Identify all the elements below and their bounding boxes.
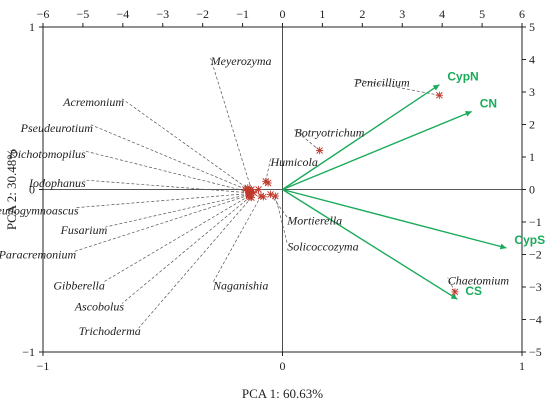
leader-line	[76, 193, 249, 208]
leader-line	[274, 195, 288, 244]
leader-line	[138, 197, 252, 329]
top-tick-label: −5	[77, 7, 90, 21]
species-label: Humicola	[270, 155, 318, 169]
species-label: Acremonium	[62, 95, 124, 109]
species-label: Iodophanus	[28, 176, 86, 190]
leader-line	[83, 150, 250, 193]
leader-line	[447, 277, 456, 293]
species-label: Naganishia	[212, 278, 268, 292]
vector-line	[282, 110, 472, 191]
sample-point	[259, 193, 267, 201]
leader-line	[102, 195, 250, 283]
right-tick-label: −1	[529, 215, 542, 229]
right-tick-label: −3	[529, 280, 542, 294]
vector-arrowhead	[432, 84, 440, 91]
y-axis-title: PCA 2: 30.48%	[4, 149, 19, 230]
top-tick-label: −6	[37, 7, 50, 21]
leader-line	[354, 78, 440, 96]
species-label: Fusarium	[60, 223, 108, 237]
vector-label: CypS	[514, 233, 545, 247]
species-label: Meyerozyma	[210, 54, 272, 68]
species-label: Pseudeurotium	[20, 121, 94, 135]
top-tick-label: 3	[399, 7, 405, 21]
vector-arrowhead	[465, 111, 472, 117]
sample-point	[266, 190, 275, 198]
vector-line	[282, 188, 507, 249]
leader-line	[121, 98, 251, 191]
species-labels: MeyerozymaAcremoniumPseudeurotiumDichoto…	[0, 54, 509, 338]
vector-arrowhead	[450, 293, 458, 300]
top-tick-label: 6	[519, 7, 525, 21]
top-tick-label: −4	[116, 7, 129, 21]
x-axis-title: PCA 1: 60.63%	[242, 386, 323, 401]
x-tick-label: 1	[519, 359, 525, 373]
leader-line	[210, 58, 252, 190]
y-tick-label: 0	[29, 183, 35, 197]
sample-point	[316, 146, 324, 155]
top-tick-label: −3	[156, 7, 169, 21]
sample-points	[241, 91, 459, 296]
vector-label: CN	[480, 97, 497, 111]
species-label: Trichoderma	[79, 324, 141, 338]
sample-point	[271, 192, 279, 200]
species-label: Mortierella	[286, 213, 342, 227]
right-tick-label: 1	[529, 150, 535, 164]
right-tick-label: −2	[529, 248, 542, 262]
right-tick-label: 4	[529, 53, 535, 67]
top-tick-label: −2	[196, 7, 209, 21]
species-label: Botryotrichum	[294, 126, 364, 140]
sample-point	[244, 184, 252, 192]
leader-line	[294, 129, 320, 151]
species-label: Chaetomium	[448, 274, 510, 288]
right-tick-label: −4	[529, 313, 542, 327]
leader-line	[90, 124, 251, 192]
leader-line	[265, 158, 271, 182]
vector-arrowhead	[499, 243, 507, 250]
top-tick-label: 5	[479, 7, 485, 21]
vector-label: CS	[465, 284, 482, 298]
right-tick-label: 5	[529, 20, 535, 34]
species-label: Pseudogymnoascus	[0, 204, 79, 218]
top-tick-label: 1	[319, 7, 325, 21]
species-label: Penicillium	[353, 75, 410, 89]
leader-line	[212, 195, 262, 283]
x-tick-label: 0	[280, 359, 286, 373]
right-tick-label: 2	[529, 118, 535, 132]
right-tick-label: 0	[529, 183, 535, 197]
top-tick-label: 2	[359, 7, 365, 21]
species-label: Ascobolus	[74, 300, 125, 314]
leader-line	[105, 194, 250, 228]
leader-line	[74, 194, 250, 252]
x-tick-label: −1	[37, 359, 50, 373]
sample-point	[264, 179, 272, 187]
species-label: Gibberella	[53, 278, 105, 292]
top-tick-label: 0	[280, 7, 286, 21]
sample-point	[435, 91, 443, 99]
species-label: Dichotomopilus	[8, 147, 86, 161]
sample-point	[254, 185, 263, 194]
vector-line	[282, 188, 458, 300]
y-tick-label: 1	[29, 20, 35, 34]
right-tick-label: 3	[529, 85, 535, 99]
vector-line	[282, 84, 440, 191]
right-tick-label: −5	[529, 345, 542, 359]
y-tick-label: −1	[22, 345, 35, 359]
leader-lines	[74, 58, 456, 329]
vector-label: CypN	[447, 70, 478, 84]
species-label: Solicoccozyma	[287, 239, 358, 253]
sample-point	[250, 189, 258, 197]
top-tick-label: 4	[439, 7, 445, 21]
sample-point	[451, 288, 459, 296]
leader-line	[121, 196, 251, 304]
top-tick-label: −1	[236, 7, 249, 21]
species-label: Paracremonium	[0, 248, 76, 262]
leader-line	[83, 179, 249, 194]
